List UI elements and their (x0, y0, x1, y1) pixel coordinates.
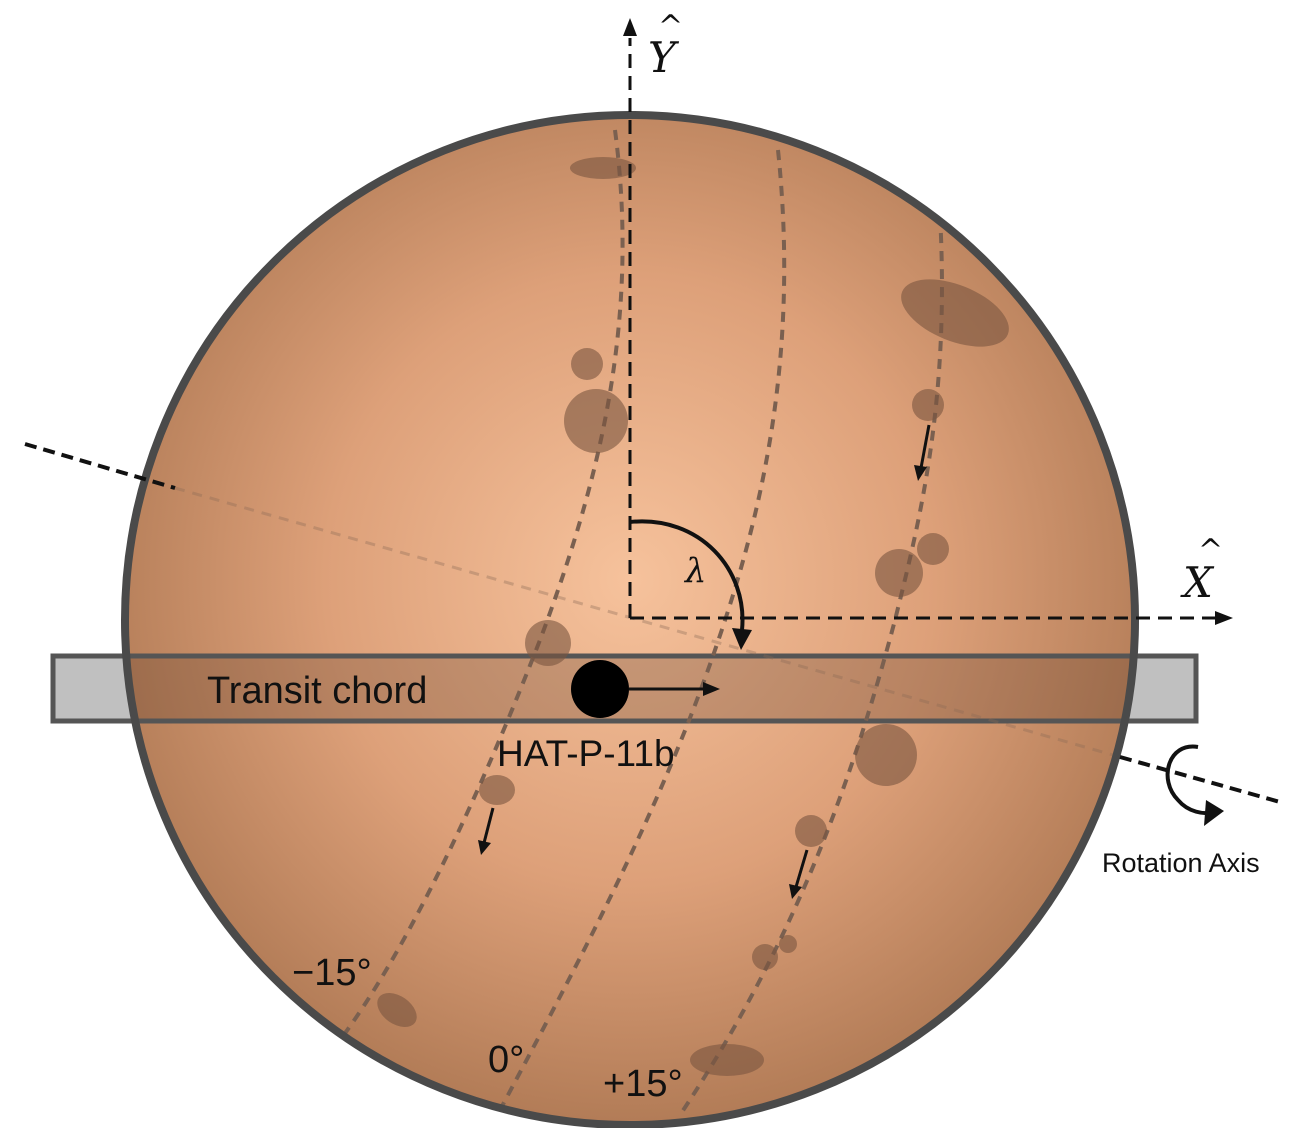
latitude-label-zero: 0° (488, 1039, 524, 1081)
y-axis-hat: ^ (658, 9, 683, 44)
starspot (855, 724, 917, 786)
latitude-label-minus15: −15° (292, 952, 372, 994)
spot-motion-arrowhead-icon (914, 465, 927, 481)
latitude-line-zero (498, 149, 787, 1111)
y-axis-label: Y (648, 33, 680, 82)
rotation-arrow-icon (1165, 744, 1215, 816)
lambda-angle-arc (629, 519, 745, 631)
star-outline (121, 111, 1139, 1128)
rotation-axis-line-inner (174, 486, 1121, 759)
starspot (779, 935, 797, 953)
starspot (570, 157, 636, 179)
rotation-axis-line-lower (1119, 755, 1281, 804)
rotation-axis-label: Rotation Axis (1102, 848, 1260, 878)
y-axis-arrowhead-icon (623, 18, 637, 36)
starspot (875, 549, 923, 597)
latitude-label-plus15: +15° (603, 1063, 683, 1105)
planet-disc (571, 660, 629, 718)
starspot (901, 279, 1009, 347)
planet-motion-arrowhead-icon (703, 682, 720, 696)
x-axis-arrowhead-icon (1215, 611, 1233, 625)
starspot (917, 533, 949, 565)
starspot (564, 389, 628, 453)
transit-chord-label: Transit chord (207, 670, 427, 712)
rotation-axis-line-upper (24, 442, 176, 490)
star-disc (125, 115, 1135, 1125)
spot-motion-arrow (919, 424, 931, 469)
starspot (571, 348, 603, 380)
lambda-label: λ (683, 551, 707, 591)
rotation-arrowhead-icon (1204, 800, 1224, 826)
spot-motion-arrowhead-icon (789, 884, 802, 899)
starspot (690, 1044, 764, 1076)
starspot (795, 815, 827, 847)
latitude-line-minus15 (338, 129, 625, 1042)
lambda-arrowhead-icon (732, 628, 752, 650)
x-axis-hat: ^ (1198, 533, 1223, 568)
starspot (752, 944, 778, 970)
starspot (525, 620, 571, 666)
planet-label: HAT-P-11b (497, 733, 675, 774)
starspot (377, 992, 417, 1028)
spot-motion-arrow (794, 849, 809, 888)
starspot (479, 775, 515, 805)
starspot (912, 389, 944, 421)
spot-motion-arrow (482, 807, 495, 844)
spot-motion-arrowhead-icon (478, 840, 491, 855)
x-axis-label: X (1180, 558, 1215, 607)
